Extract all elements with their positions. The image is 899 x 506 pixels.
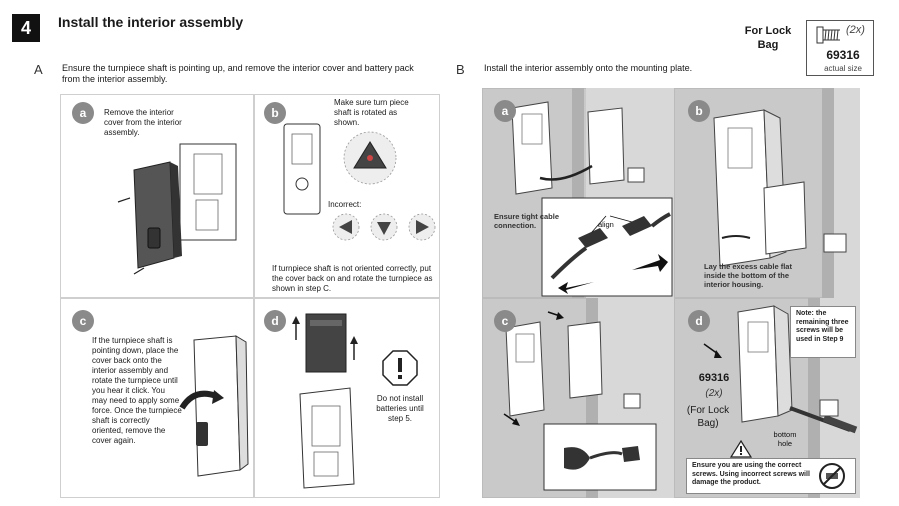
turnpiece-orientation-illustration bbox=[283, 123, 397, 215]
note-box bbox=[790, 306, 856, 358]
panel-a-b-text-bottom: If turnpiece shaft is not oriented corre… bbox=[272, 264, 433, 293]
step-badge-b-a: a bbox=[494, 100, 516, 122]
section-b-letter: B bbox=[456, 62, 465, 77]
panel-a-c-text: If the turnpiece shaft is pointing down,… bbox=[92, 336, 182, 445]
interior-cover-illustration bbox=[117, 143, 237, 275]
screw-actual-size-box bbox=[806, 20, 874, 76]
for-lock-bag-b: (For Lock Bag) bbox=[686, 405, 730, 429]
step-badge-b-c: c bbox=[494, 310, 516, 332]
screw-quantity: (2x) bbox=[846, 24, 865, 36]
cable-connection-illustration bbox=[511, 88, 674, 298]
panel-b-a-text: Ensure tight cable connection. bbox=[494, 212, 560, 230]
incorrect-label: Incorrect: bbox=[328, 200, 362, 209]
panel-a-b-text-top: Make sure turn piece shaft is rotated as… bbox=[334, 98, 409, 127]
align-label: align bbox=[598, 220, 614, 229]
step-number-badge: 4 bbox=[12, 14, 40, 42]
incorrect-orientations-icon bbox=[332, 213, 436, 241]
panel-a-d-text: Do not install batteries until step 5. bbox=[376, 394, 424, 423]
warning-text: Ensure you are using the correct screws.… bbox=[692, 462, 810, 486]
actual-size-label: actual size bbox=[824, 64, 862, 73]
for-lock-bag-label: For Lock Bag bbox=[744, 25, 792, 51]
section-a-instruction: Ensure the turnpiece shaft is pointing u… bbox=[62, 63, 414, 84]
section-b-instruction: Install the interior assembly onto the m… bbox=[484, 63, 693, 73]
excess-cable-illustration bbox=[713, 88, 860, 298]
bottom-hole-label: bottom hole bbox=[773, 430, 797, 448]
step-badge-b-b: b bbox=[688, 100, 710, 122]
no-wrong-screw-icon bbox=[819, 463, 845, 489]
screw-icon bbox=[816, 26, 840, 44]
step-badge-b-d: d bbox=[688, 310, 710, 332]
screws-note: Note: the remaining three screws will be… bbox=[796, 310, 849, 343]
section-a-letter: A bbox=[34, 62, 43, 77]
step-badge-a-a: a bbox=[72, 102, 94, 124]
step-badge-a-b: b bbox=[264, 102, 286, 124]
rotate-turnpiece-illustration bbox=[179, 335, 249, 477]
panel-b-b-text: Lay the excess cable flat inside the bot… bbox=[704, 262, 792, 289]
screw-quantity-b: (2x) bbox=[705, 388, 723, 399]
screw-part-number: 69316 bbox=[826, 48, 860, 62]
panel-a-a-text: Remove the interior cover from the inter… bbox=[104, 108, 182, 137]
page-title: Install the interior assembly bbox=[58, 14, 244, 30]
warning-triangle-icon bbox=[730, 440, 752, 458]
panel-a-b bbox=[254, 94, 440, 298]
step-badge-a-d: d bbox=[264, 310, 286, 332]
screw-part-number-b: 69316 bbox=[698, 372, 730, 384]
step-badge-a-c: c bbox=[72, 310, 94, 332]
battery-pack-illustration bbox=[292, 313, 358, 489]
caution-icon bbox=[382, 350, 418, 386]
mount-assembly-illustration bbox=[503, 298, 674, 498]
